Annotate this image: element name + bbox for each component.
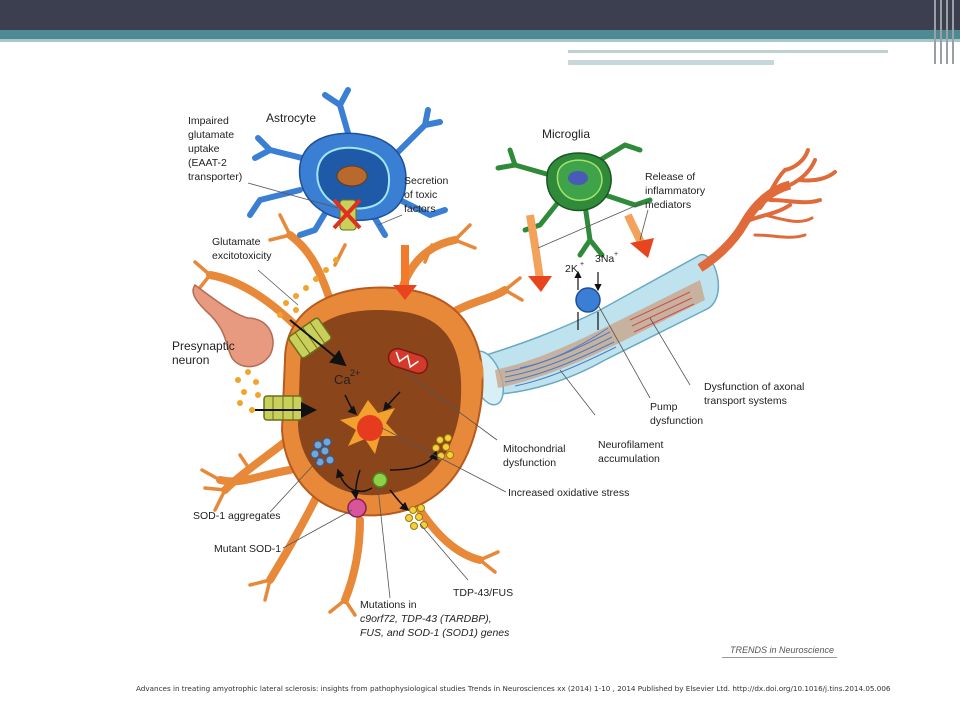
label-glutamate-excitotoxicity: Glutamate excitotoxicity [212,236,272,262]
svg-text:Presynaptic: Presynaptic [172,339,235,353]
svg-text:Dysfunction of axonal: Dysfunction of axonal [704,381,804,393]
label-sodium: 3Na + [595,251,618,265]
svg-text:c9orf72, TDP-43 (TARDBP),: c9orf72, TDP-43 (TARDBP), [360,613,492,625]
svg-text:accumulation: accumulation [598,453,660,465]
svg-text:+: + [614,251,618,258]
label-secretion-toxic-factors: Secretion of toxic factors [404,175,449,215]
axon [469,148,837,406]
label-sod1-aggregates: SOD-1 aggregates [193,510,281,522]
svg-text:uptake: uptake [188,143,220,155]
microglia-cell [495,142,653,258]
mitochondrion [387,347,429,375]
svg-text:Mitochondrial: Mitochondrial [503,443,565,455]
label-impaired-glutamate-uptake: Impaired glutamate uptake (EAAT-2 transp… [188,115,242,183]
svg-text:Secretion: Secretion [404,175,449,187]
svg-text:+: + [580,261,584,268]
neurofilaments [504,327,617,387]
journal-credit-rule [722,657,837,658]
svg-text:Release of: Release of [645,171,695,183]
accent-line-light [0,39,960,42]
svg-text:2+: 2+ [350,368,360,378]
svg-text:of toxic: of toxic [404,189,437,201]
label-release-inflammatory-mediators: Release of inflammatory mediators [645,171,706,211]
label-presynaptic-neuron: Presynaptic neuron [172,339,235,367]
glutamate-molecules [235,257,339,413]
glutamate-receptors [255,317,347,421]
label-gene-mutations: Mutations in c9orf72, TDP-43 (TARDBP), F… [360,599,510,639]
label-calcium: Ca 2+ [334,368,360,387]
svg-text:Neurofilament: Neurofilament [598,439,663,451]
astrocyte-cell [247,87,448,238]
svg-text:3Na: 3Na [595,253,614,265]
leader-lines [247,182,691,599]
svg-text:factors: factors [404,203,436,215]
transport-tracks [629,291,695,333]
secretion-arrows [393,213,654,300]
decorative-rule-2 [568,60,774,65]
label-axonal-transport-dysfunction: Dysfunction of axonal transport systems [704,381,804,407]
sod1-aggregates [310,437,335,467]
presynaptic-neuron [192,283,274,368]
motor-neuron [193,213,524,617]
accent-line [0,30,960,39]
svg-text:neuron: neuron [172,353,209,367]
label-microglia: Microglia [542,127,590,141]
svg-text:Glutamate: Glutamate [212,236,261,248]
figure-caption: Advances in treating amyotrophic lateral… [136,684,891,693]
corner-decoration [930,0,960,70]
label-pump-dysfunction: Pump dysfunction [650,401,703,427]
svg-text:transport systems: transport systems [704,395,787,407]
svg-text:Ca: Ca [334,372,351,387]
svg-text:dysfunction: dysfunction [503,457,556,469]
label-potassium: 2K + [565,261,584,275]
svg-text:(EAAT-2: (EAAT-2 [188,157,227,169]
svg-text:2K: 2K [565,263,578,275]
svg-text:inflammatory: inflammatory [645,185,706,197]
label-oxidative-stress: Increased oxidative stress [508,487,629,499]
na-k-pump [574,270,602,330]
svg-text:transporter): transporter) [188,171,242,183]
label-neurofilament-accumulation: Neurofilament accumulation [598,439,663,465]
svg-text:excitotoxicity: excitotoxicity [212,250,272,262]
svg-text:Mutations in: Mutations in [360,599,417,611]
svg-text:Pump: Pump [650,401,678,413]
green-vesicle [372,472,388,488]
mutant-sod1-protein [347,498,367,518]
svg-text:mediators: mediators [645,199,691,211]
svg-text:Impaired: Impaired [188,115,229,127]
title-bar [0,0,960,30]
decorative-rule [568,50,888,53]
label-astrocyte: Astrocyte [266,111,316,125]
svg-text:FUS, and SOD-1 (SOD1) genes: FUS, and SOD-1 (SOD1) genes [360,627,510,639]
label-tdp43-fus: TDP-43/FUS [453,587,513,599]
label-mitochondrial-dysfunction: Mitochondrial dysfunction [503,443,565,469]
journal-credit: TRENDS in Neuroscience [730,645,835,655]
svg-text:glutamate: glutamate [188,129,234,141]
svg-text:dysfunction: dysfunction [650,415,703,427]
label-mutant-sod1: Mutant SOD-1 [214,543,281,555]
